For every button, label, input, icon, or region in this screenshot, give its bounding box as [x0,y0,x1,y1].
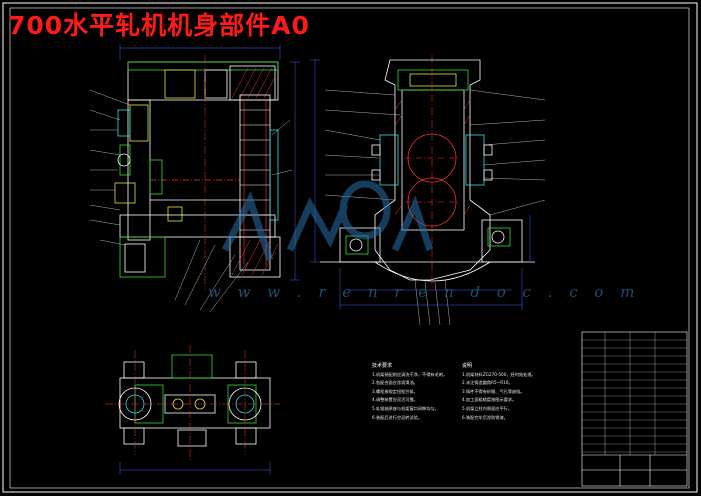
specification-note-line: 3.铸件不得有砂眼、气孔等缺陷。 [462,388,525,394]
side-view-hatch [394,55,471,290]
title-block [581,331,688,487]
technical-note-line: 5.轧辊轴承座与机架窗口间隙均匀。 [372,405,439,411]
title-block-rows [582,339,687,453]
technical-note-line: 2.各配合面应涂润滑油。 [372,380,418,386]
watermark-logo [221,180,434,262]
specification-notes: 说明 1.机架材料ZG270-500，经时效处理。 2.未注铸造圆角R5~R10… [462,362,536,422]
technical-note-line: 6.装配后进行空运转试验。 [372,414,423,420]
front-view-leaders [89,89,293,313]
technical-notes: 技术要求 1.机架装配前应清洗干净，不得有毛刺。 2.各配合面应涂润滑油。 3.… [372,362,447,422]
specification-note-line: 5.机架立柱内侧面应平行。 [462,405,513,411]
technical-note-line: 3.螺栓按规定扭矩拧紧。 [372,388,418,394]
technical-note-line: 1.机架装配前应清洗干净，不得有毛刺。 [372,371,448,377]
front-view [114,55,281,290]
drawing-title: 700水平轧机机身部件A0 [8,11,310,40]
specification-note-line: 4.加工面粗糙度按图示要求。 [462,397,517,403]
top-view-dimensions [119,462,271,475]
side-view-leaders [324,89,546,326]
specification-notes-heading: 说明 [462,363,473,369]
specification-note-line: 2.未注铸造圆角R5~R10。 [462,380,513,386]
specification-note-line: 6.装配完毕后涂防锈漆。 [462,414,508,420]
technical-notes-heading: 技术要求 [372,363,393,369]
watermark-url: w w w . r e n r e n d o c . c o m [208,283,641,301]
top-view-centerlines [105,345,280,460]
side-view-dimensions [310,59,531,310]
technical-note-line: 4.调整装置应灵活可靠。 [372,397,418,403]
specification-note-line: 1.机架材料ZG270-500，经时效处理。 [462,371,536,377]
